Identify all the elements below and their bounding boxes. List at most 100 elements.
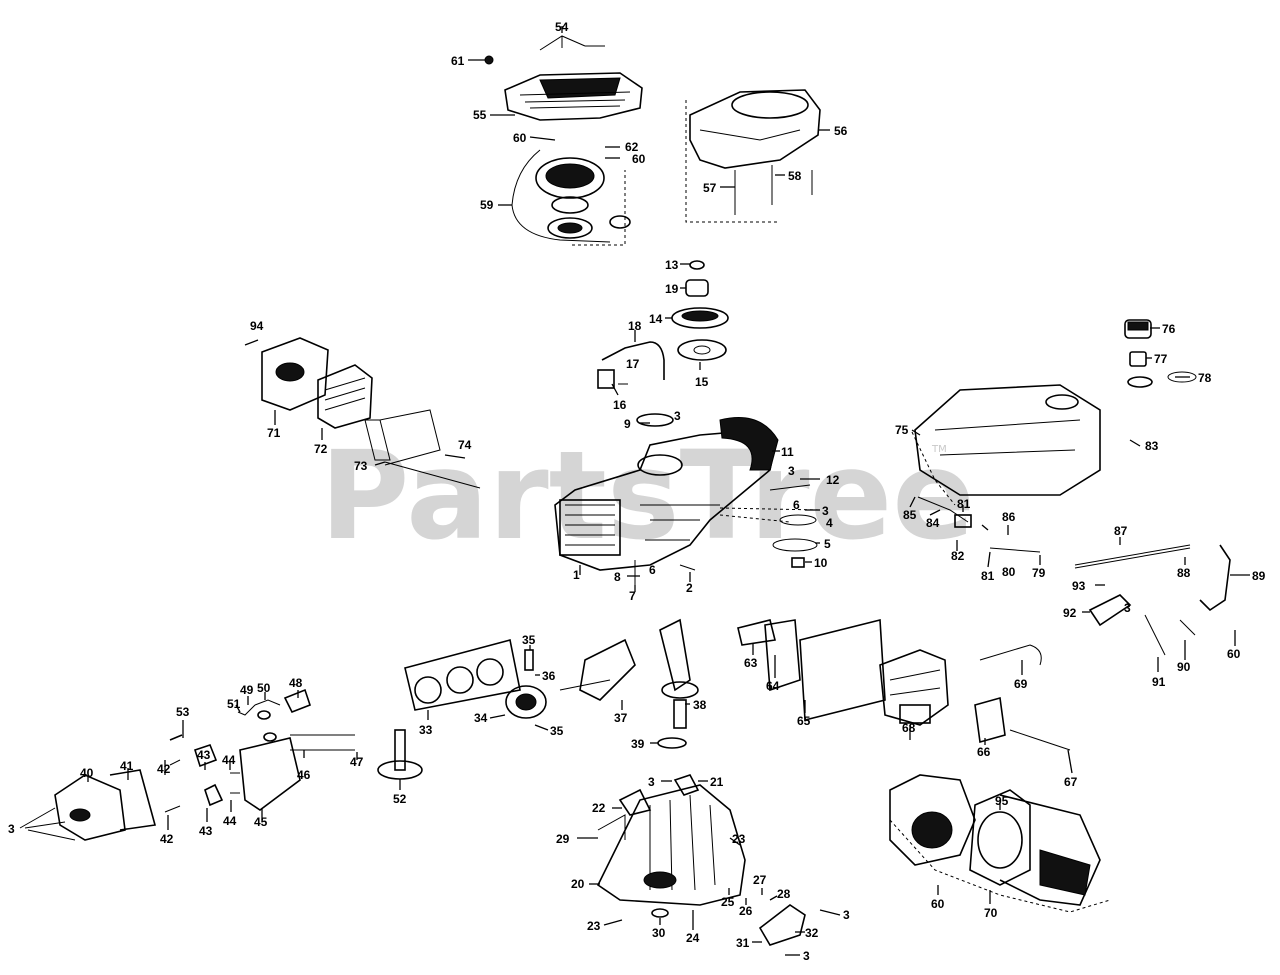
callout-71: 71: [267, 426, 281, 440]
callout-94: 94: [250, 319, 264, 333]
callout-18: 18: [628, 319, 642, 333]
callout-87: 87: [1114, 524, 1128, 538]
callout-42-top: 42: [157, 762, 171, 776]
callout-60-linkage: 60: [1227, 647, 1241, 661]
callout-41: 41: [120, 759, 134, 773]
crankcase-oil-pan: [596, 774, 806, 946]
watermark-trademark: TM: [931, 444, 947, 455]
callout-55: 55: [473, 108, 487, 122]
connecting-rod: [559, 638, 636, 701]
callout-7: 7: [629, 589, 636, 603]
callout-34: 34: [474, 711, 488, 725]
camshaft-gear: [377, 649, 547, 780]
callout-20: 20: [571, 877, 585, 891]
callout-85: 85: [903, 508, 917, 522]
callout-80: 80: [1002, 565, 1016, 579]
callout-10: 10: [814, 556, 828, 570]
callout-3-coil: 3: [788, 464, 795, 478]
governor-linkage: [597, 341, 665, 389]
callout-3-flywheel: 3: [674, 409, 681, 423]
air-filter-gasket: [974, 644, 1071, 751]
callout-5: 5: [824, 537, 831, 551]
callout-75: 75: [895, 423, 909, 437]
callout-38: 38: [693, 698, 707, 712]
engine-block: [554, 413, 779, 571]
callout-61: 61: [451, 54, 465, 68]
engine-dashed-lines: [719, 507, 821, 523]
callout-29: 29: [556, 832, 570, 846]
callout-30: 30: [652, 926, 666, 940]
callout-3-linkage: 3: [1124, 601, 1131, 615]
callout-12: 12: [826, 473, 840, 487]
callout-70: 70: [984, 906, 998, 920]
callout-23-left: 23: [587, 919, 601, 933]
callout-90: 90: [1177, 660, 1191, 674]
callout-74: 74: [458, 438, 472, 452]
rewind-starter-cover: [484, 55, 643, 121]
callout-33: 33: [419, 723, 433, 737]
watermark-text: PartsTree: [320, 425, 975, 567]
callout-65: 65: [797, 714, 811, 728]
callout-60-top: 60: [513, 131, 527, 145]
callout-69: 69: [1014, 677, 1028, 691]
callout-79: 79: [1032, 566, 1046, 580]
blower-housing: [689, 89, 821, 215]
callout-8: 8: [614, 570, 621, 584]
leader-lines: [87, 26, 1250, 956]
callout-63: 63: [744, 656, 758, 670]
callout-15: 15: [695, 375, 709, 389]
callout-24: 24: [686, 931, 700, 945]
blower-dashed-outline: [685, 100, 780, 223]
callout-27: 27: [753, 873, 767, 887]
callout-57: 57: [703, 181, 717, 195]
callout-68: 68: [902, 721, 916, 735]
callout-47: 47: [350, 755, 364, 769]
callout-37: 37: [614, 711, 628, 725]
callout-50: 50: [257, 681, 271, 695]
callout-44-top: 44: [222, 753, 236, 767]
cylinder-head: [261, 337, 481, 489]
callout-39: 39: [631, 737, 645, 751]
callout-88: 88: [1177, 566, 1191, 580]
callout-26: 26: [739, 904, 753, 918]
callout-76: 76: [1162, 322, 1176, 336]
callout-52: 52: [393, 792, 407, 806]
callout-14: 14: [649, 312, 663, 326]
callout-19: 19: [665, 282, 679, 296]
callout-92: 92: [1063, 606, 1077, 620]
callout-64: 64: [766, 679, 780, 693]
callout-32: 32: [805, 926, 819, 940]
callout-53: 53: [176, 705, 190, 719]
callout-44-bottom: 44: [223, 814, 237, 828]
callout-83: 83: [1145, 439, 1159, 453]
engine-small-parts: [634, 484, 818, 585]
callout-1: 1: [573, 568, 580, 582]
gasket-set: [404, 639, 521, 711]
callout-67: 67: [1064, 775, 1078, 789]
callout-60-bottom: 60: [931, 897, 945, 911]
starter-pulley-assembly: [511, 149, 631, 243]
callout-25: 25: [721, 895, 735, 909]
callout-93: 93: [1072, 579, 1086, 593]
callout-62: 62: [625, 140, 639, 154]
callout-81-bottom: 81: [981, 569, 995, 583]
callout-43-bottom: 43: [199, 824, 213, 838]
callout-23-right: 23: [732, 832, 746, 846]
callout-6-right: 6: [793, 498, 800, 512]
callout-56: 56: [834, 124, 848, 138]
callout-84: 84: [926, 516, 940, 530]
callout-36: 36: [542, 669, 556, 683]
callout-6-bottom: 6: [649, 563, 656, 577]
callout-3-bottom: 3: [803, 949, 810, 963]
callout-89: 89: [1252, 569, 1266, 583]
callout-48: 48: [289, 676, 303, 690]
callout-77: 77: [1154, 352, 1168, 366]
callout-4: 4: [826, 516, 833, 530]
heat-shield: [737, 618, 886, 722]
callout-59: 59: [480, 198, 494, 212]
callouts: 54 61 55 60 62 60 59 56 57 58 13 19 14 1…: [8, 20, 1266, 963]
crankshaft: [657, 618, 699, 749]
callout-3-bracket: 3: [843, 908, 850, 922]
callout-43-top: 43: [197, 748, 211, 762]
callout-54: 54: [555, 20, 569, 34]
